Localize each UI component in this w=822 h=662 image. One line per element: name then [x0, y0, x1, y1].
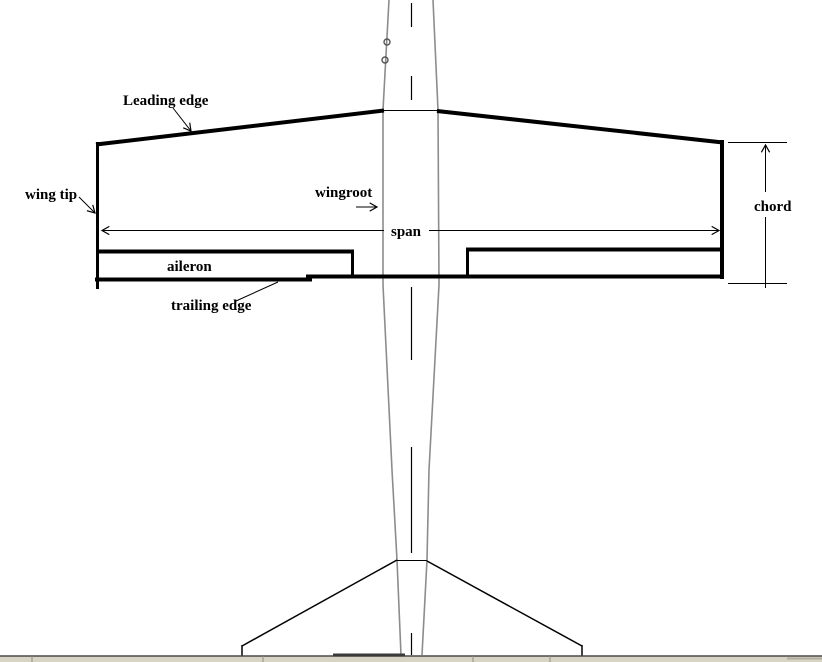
chord-dimension [728, 142, 787, 288]
fuselage-left-line [382, 0, 402, 656]
left-aileron [98, 249, 354, 278]
ground-edge [0, 653, 822, 662]
leading-edge-arrow [172, 107, 192, 132]
wing-tip-label: wing tip [25, 187, 77, 203]
ground-band [0, 656, 822, 662]
fuselage-right-line [421, 0, 440, 656]
ground-band-ticks [31, 656, 551, 662]
leading-edge-left-line [95, 108, 385, 147]
wing-tip-arrow [78, 196, 96, 214]
horizontal-stabilizer [241, 559, 583, 657]
fuselage [381, 0, 440, 656]
ailerons [98, 247, 722, 278]
trailing-edge-pointer [235, 281, 279, 302]
stabilizer-right-leading-edge [426, 560, 583, 647]
wing-outline [95, 108, 724, 289]
leading-edge-right-line [436, 109, 724, 145]
trailing-edge-label: trailing edge [171, 298, 252, 314]
fuselage-mark-icon [381, 56, 389, 64]
chord-label: chord [754, 199, 792, 215]
right-aileron [466, 247, 722, 277]
stabilizer-left-leading-edge [241, 559, 398, 647]
label-arrows [78, 107, 379, 302]
span-label: span [391, 224, 422, 240]
leading-edge-label: Leading edge [123, 93, 209, 109]
fuselage-mark-icon [383, 38, 391, 46]
wingroot-label: wingroot [315, 185, 372, 201]
aileron-label: aileron [167, 259, 212, 275]
